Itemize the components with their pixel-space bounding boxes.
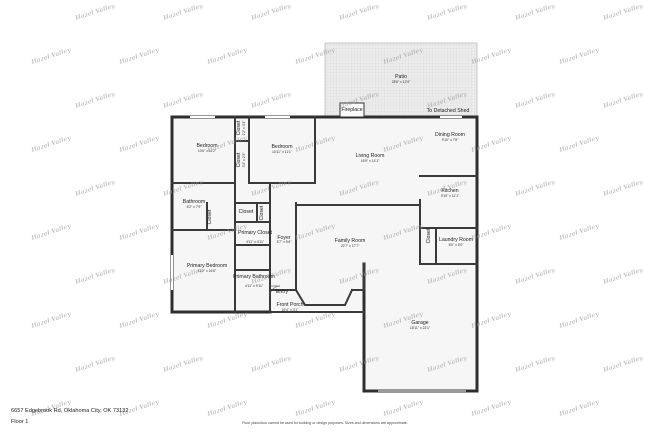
room-labels: Patio 28'6" x 12'0" Fireplace To Detache… — [183, 74, 473, 330]
label-dining: Dining Room — [435, 132, 465, 138]
dim-bathroom: 5'2" x 7'9" — [187, 205, 203, 209]
watermark-text: Hazel Valley — [602, 90, 645, 110]
watermark-text: Hazel Valley — [514, 2, 557, 22]
watermark-text: Hazel Valley — [382, 398, 425, 418]
label-patio: Patio — [395, 74, 407, 80]
label-foyer: Foyer — [277, 235, 291, 241]
watermark-text: Hazel Valley — [250, 354, 293, 374]
label-closet-3: Closet — [207, 209, 213, 224]
window-marks — [171, 116, 462, 290]
label-closet-4: Closet — [239, 209, 254, 215]
label-primary-bath: Primary Bathroom — [233, 274, 275, 280]
dim-bedroom-2: 10'11" x 11'1" — [272, 150, 293, 154]
watermark-text: Hazel Valley — [74, 2, 117, 22]
watermark-text: Hazel Valley — [30, 222, 73, 242]
dim-front-porch: 16'4" x 4'1" — [282, 308, 300, 312]
watermark-text: Hazel Valley — [30, 134, 73, 154]
watermark-text: Hazel Valley — [74, 266, 117, 286]
watermark-text: Hazel Valley — [602, 266, 645, 286]
watermark-text: Hazel Valley — [118, 46, 161, 66]
watermark-text: Hazel Valley — [602, 2, 645, 22]
watermark-text: Hazel Valley — [250, 90, 293, 110]
watermark-text: Hazel Valley — [118, 222, 161, 242]
watermark-text: Hazel Valley — [162, 2, 205, 22]
label-entry: Entry — [276, 289, 289, 295]
watermark-text: Hazel Valley — [426, 2, 469, 22]
label-bedroom-2: Bedroom — [271, 144, 292, 150]
label-closet-1: Closet — [236, 120, 242, 135]
label-living: Living Room — [356, 153, 385, 159]
label-primary-bedroom: Primary Bedroom — [187, 263, 227, 269]
watermark-text: Hazel Valley — [206, 46, 249, 66]
watermark-text: Hazel Valley — [162, 354, 205, 374]
watermark-text: Hazel Valley — [514, 178, 557, 198]
dim-primary-closet: 4'11" x 4'11" — [246, 240, 265, 244]
label-closet-6: Closet — [426, 228, 432, 243]
disclaimer: Floor plans/tour cannot be used for buil… — [242, 421, 408, 425]
dim-closet-1: 2'2" x 3'3" — [242, 120, 246, 136]
dim-bedroom-1: 10'6" x 11'2" — [198, 149, 217, 153]
watermark-text: Hazel Valley — [558, 222, 601, 242]
interior-walls — [171, 116, 478, 313]
dim-garage: 18'11" x 22'1" — [410, 326, 431, 330]
label-primary-closet: Primary Closet — [238, 230, 273, 236]
label-bedroom-1: Bedroom — [196, 143, 217, 149]
dim-patio: 28'6" x 12'0" — [392, 80, 411, 84]
dim-primary-bath: 4'11" x 9'11" — [245, 284, 264, 288]
watermark-text: Hazel Valley — [294, 310, 337, 330]
property-address: 6657 Edgebrook Rd, Oklahoma City, OK 731… — [11, 408, 129, 414]
label-bathroom: Bathroom — [183, 199, 206, 205]
label-garage: Garage — [411, 320, 428, 326]
label-fireplace: Fireplace — [341, 107, 362, 113]
watermark-text: Hazel Valley — [514, 354, 557, 374]
label-closet-2: Closet — [236, 152, 242, 167]
dim-living: 16'9" x 14'1" — [361, 159, 380, 163]
watermark-text: Hazel Valley — [118, 310, 161, 330]
watermark-text: Hazel Valley — [30, 310, 73, 330]
floor-fill — [172, 117, 477, 391]
dim-foyer: 5'7" x 5'6" — [277, 240, 293, 244]
watermark-text: Hazel Valley — [206, 398, 249, 418]
label-closet-5: Closet — [259, 205, 265, 220]
watermark-text: Hazel Valley — [602, 354, 645, 374]
fireplace-block — [339, 102, 365, 118]
label-kitchen: Kitchen — [441, 188, 458, 194]
watermark-text: Hazel Valley — [338, 2, 381, 22]
watermark-text: Hazel Valley — [470, 398, 513, 418]
floor-label: Floor 1 — [11, 419, 29, 425]
watermark-text: Hazel Valley — [294, 398, 337, 418]
watermark-text: Hazel Valley — [30, 46, 73, 66]
dim-kitchen: 9'10" x 11'1" — [441, 194, 460, 198]
watermark-text: Hazel Valley — [250, 2, 293, 22]
watermark-text: Hazel Valley — [118, 134, 161, 154]
dim-laundry: 8'0" x 5'0" — [449, 243, 465, 247]
watermark-text: Hazel Valley — [602, 178, 645, 198]
watermark-text: Hazel Valley — [558, 310, 601, 330]
watermark-text: Hazel Valley — [558, 134, 601, 154]
watermark-text: Hazel Valley — [558, 46, 601, 66]
dim-closet-2: 3'3" x 2'3" — [242, 152, 246, 168]
dim-primary-bedroom: 11'2" x 16'6" — [198, 269, 217, 273]
watermark-text: Hazel Valley — [558, 398, 601, 418]
watermark-text: Hazel Valley — [74, 90, 117, 110]
watermark-text: Hazel Valley — [74, 178, 117, 198]
label-laundry: Laundry Room — [439, 237, 473, 243]
label-to-shed: To Detached Shed — [427, 108, 470, 114]
watermark-text: Hazel Valley — [514, 266, 557, 286]
watermark-text: Hazel Valley — [514, 90, 557, 110]
label-front-porch: Front Porch — [276, 302, 303, 308]
dim-family: 22'7" x 17'7" — [341, 244, 360, 248]
label-family: Family Room — [335, 238, 366, 244]
dim-dining: 9'10" x 7'8" — [442, 138, 460, 142]
watermark-text: Hazel Valley — [162, 90, 205, 110]
watermark-text: Hazel Valley — [74, 354, 117, 374]
